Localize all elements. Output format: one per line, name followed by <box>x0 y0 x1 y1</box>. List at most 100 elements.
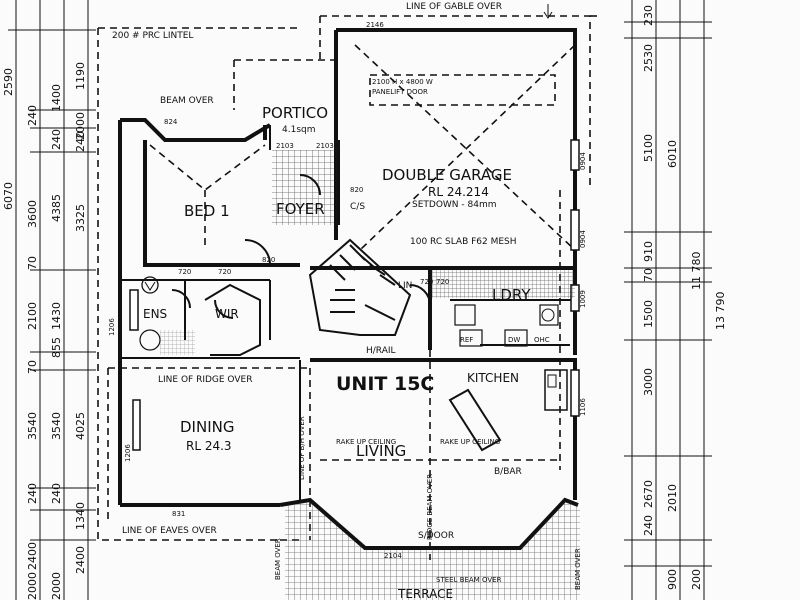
dim-left-label: 70 <box>26 360 39 374</box>
dim-left-label: 2000 <box>74 112 87 140</box>
dining-rl-label: RL 24.3 <box>186 439 232 453</box>
dim-right-label: 5100 <box>642 134 655 162</box>
dim-left-label: 70 <box>26 256 39 270</box>
ensuite-fixtures <box>139 276 261 356</box>
bh-beam-label: LINE OF B/H OVER <box>298 416 306 480</box>
dim-left-label: 240 <box>50 483 63 504</box>
left-dimension-labels: 2590 240 1400 1190 2000 240 600 240 3600… <box>2 62 87 600</box>
door-720-label: 720 <box>178 268 191 276</box>
dim-left-label: 240 <box>50 129 63 150</box>
dim-right-label: 900 <box>666 569 679 590</box>
living-label: LIVING <box>356 442 406 460</box>
breakfast-bar-label: B/BAR <box>494 467 522 477</box>
left-dimension-lines <box>8 0 96 600</box>
overhead-cupboard-label: OHC <box>534 336 550 344</box>
dim-left-label: 2590 <box>2 68 15 96</box>
staircase <box>308 238 412 336</box>
tiled-floors <box>160 150 580 600</box>
dim-right-label: 2010 <box>666 484 679 512</box>
dim-right-label: 11 780 <box>690 252 703 291</box>
dim-right-label: 910 <box>642 241 655 262</box>
eaves-line-label: LINE OF EAVES OVER <box>122 526 217 536</box>
rake-ceiling-left-label: RAKE UP CEILING <box>336 438 396 446</box>
prc-lintel-label: 200 # PRC LINTEL <box>112 31 193 41</box>
dim-left-label: 2400 <box>26 542 39 570</box>
linen-label: LIN <box>398 281 412 291</box>
dim-right-label: 3000 <box>642 368 655 396</box>
portico-area-label: 4.1sqm <box>282 125 315 135</box>
dim-right-label: 1500 <box>642 300 655 328</box>
dim-right-label: 2530 <box>642 44 655 72</box>
right-dimension-labels: 230 2530 5100 6010 910 70 1500 11 780 13… <box>642 5 727 590</box>
door-720-label: 720 <box>218 268 231 276</box>
window-1206-label: 1206 <box>124 444 132 462</box>
dim-left-label: 855 <box>50 337 63 358</box>
window-2104-label: 2104 <box>384 552 402 560</box>
sliding-door-label: S/DOOR <box>418 531 454 541</box>
laundry-fixtures <box>454 304 559 326</box>
dim-left-label: 3540 <box>26 412 39 440</box>
bed1-label: BED 1 <box>184 202 230 220</box>
overhead-dashed-lines <box>97 15 600 560</box>
dim-left-label: 1340 <box>74 502 87 530</box>
window-831-label: 831 <box>172 510 185 518</box>
window-1106-label: 1106 <box>579 398 587 416</box>
dim-right-label: 230 <box>642 5 655 26</box>
beam-over-right-label: BEAM OVER <box>574 548 582 590</box>
window-2146-label: 2146 <box>366 21 384 29</box>
door-720-label: 720 <box>420 278 433 286</box>
dim-left-label: 2000 <box>26 572 39 600</box>
dishwasher-label: DW <box>508 336 520 344</box>
dim-left-label: 1430 <box>50 302 63 330</box>
dim-left-label: 240 <box>26 483 39 504</box>
double-garage-label: DOUBLE GARAGE <box>382 166 512 184</box>
unit-label: UNIT 15C <box>336 373 434 395</box>
panelift-size-label: 2100 H x 4800 W <box>372 78 433 86</box>
door-820-label: 820 <box>350 186 363 194</box>
dim-right-label: 240 <box>642 515 655 536</box>
door-720-label: 720 <box>436 278 449 286</box>
dim-left-label: 1400 <box>50 84 63 112</box>
garage-setdown-label: SETDOWN - 84mm <box>412 200 497 210</box>
dim-left-label: 4025 <box>74 412 87 440</box>
kitchen-label: KITCHEN <box>467 371 519 385</box>
fridge-label: REF <box>460 336 473 344</box>
laundry-label: LDRY <box>492 286 531 304</box>
cs-label: C/S <box>350 202 365 212</box>
window-824-label: 824 <box>164 118 178 126</box>
garage-rl-label: RL 24.214 <box>428 185 489 199</box>
dim-left-label: 3325 <box>74 204 87 232</box>
dim-right-label: 70 <box>642 268 655 282</box>
terrace-label: TERRACE <box>397 587 453 600</box>
dim-left-label: 3600 <box>26 200 39 228</box>
kitchen-fixtures <box>448 329 570 452</box>
rake-ceiling-right-label: RAKE UP CEILING <box>440 438 500 446</box>
dining-label: DINING <box>180 418 234 436</box>
right-dimension-lines <box>624 0 712 600</box>
dim-right-label: 200 <box>690 569 703 590</box>
door-2103-label: 2103 <box>316 142 334 150</box>
window-1206-label: 1206 <box>108 318 116 336</box>
ridge-beam-label: RIDGE BEAM OVER <box>426 474 434 540</box>
door-820-label: 820 <box>262 256 275 264</box>
dim-left-label: 3540 <box>50 412 63 440</box>
beam-over-label: BEAM OVER <box>160 96 214 106</box>
slab-mesh-label: 100 RC SLAB F62 MESH <box>410 237 517 247</box>
dim-left-label: 4385 <box>50 194 63 222</box>
ridge-line-label: LINE OF RIDGE OVER <box>158 375 252 385</box>
portico-label: PORTICO <box>262 104 328 122</box>
handrail-label: H/RAIL <box>366 346 396 356</box>
window-1009-label: 1009 <box>579 290 587 308</box>
dim-left-label: 2400 <box>74 546 87 574</box>
door-swings <box>171 174 431 319</box>
dim-left-label: 1190 <box>74 62 87 90</box>
dim-left-label: 2100 <box>26 302 39 330</box>
foyer-label: FOYER <box>276 200 325 218</box>
beam-over-left-label: BEAM OVER <box>274 538 282 580</box>
dim-right-label: 13 790 <box>714 292 727 331</box>
wir-label: WIR <box>215 307 239 321</box>
dim-left-label: 240 <box>74 131 87 152</box>
gable-line-label: LINE OF GABLE OVER <box>406 2 502 12</box>
dim-left-label: 6070 <box>2 182 15 210</box>
